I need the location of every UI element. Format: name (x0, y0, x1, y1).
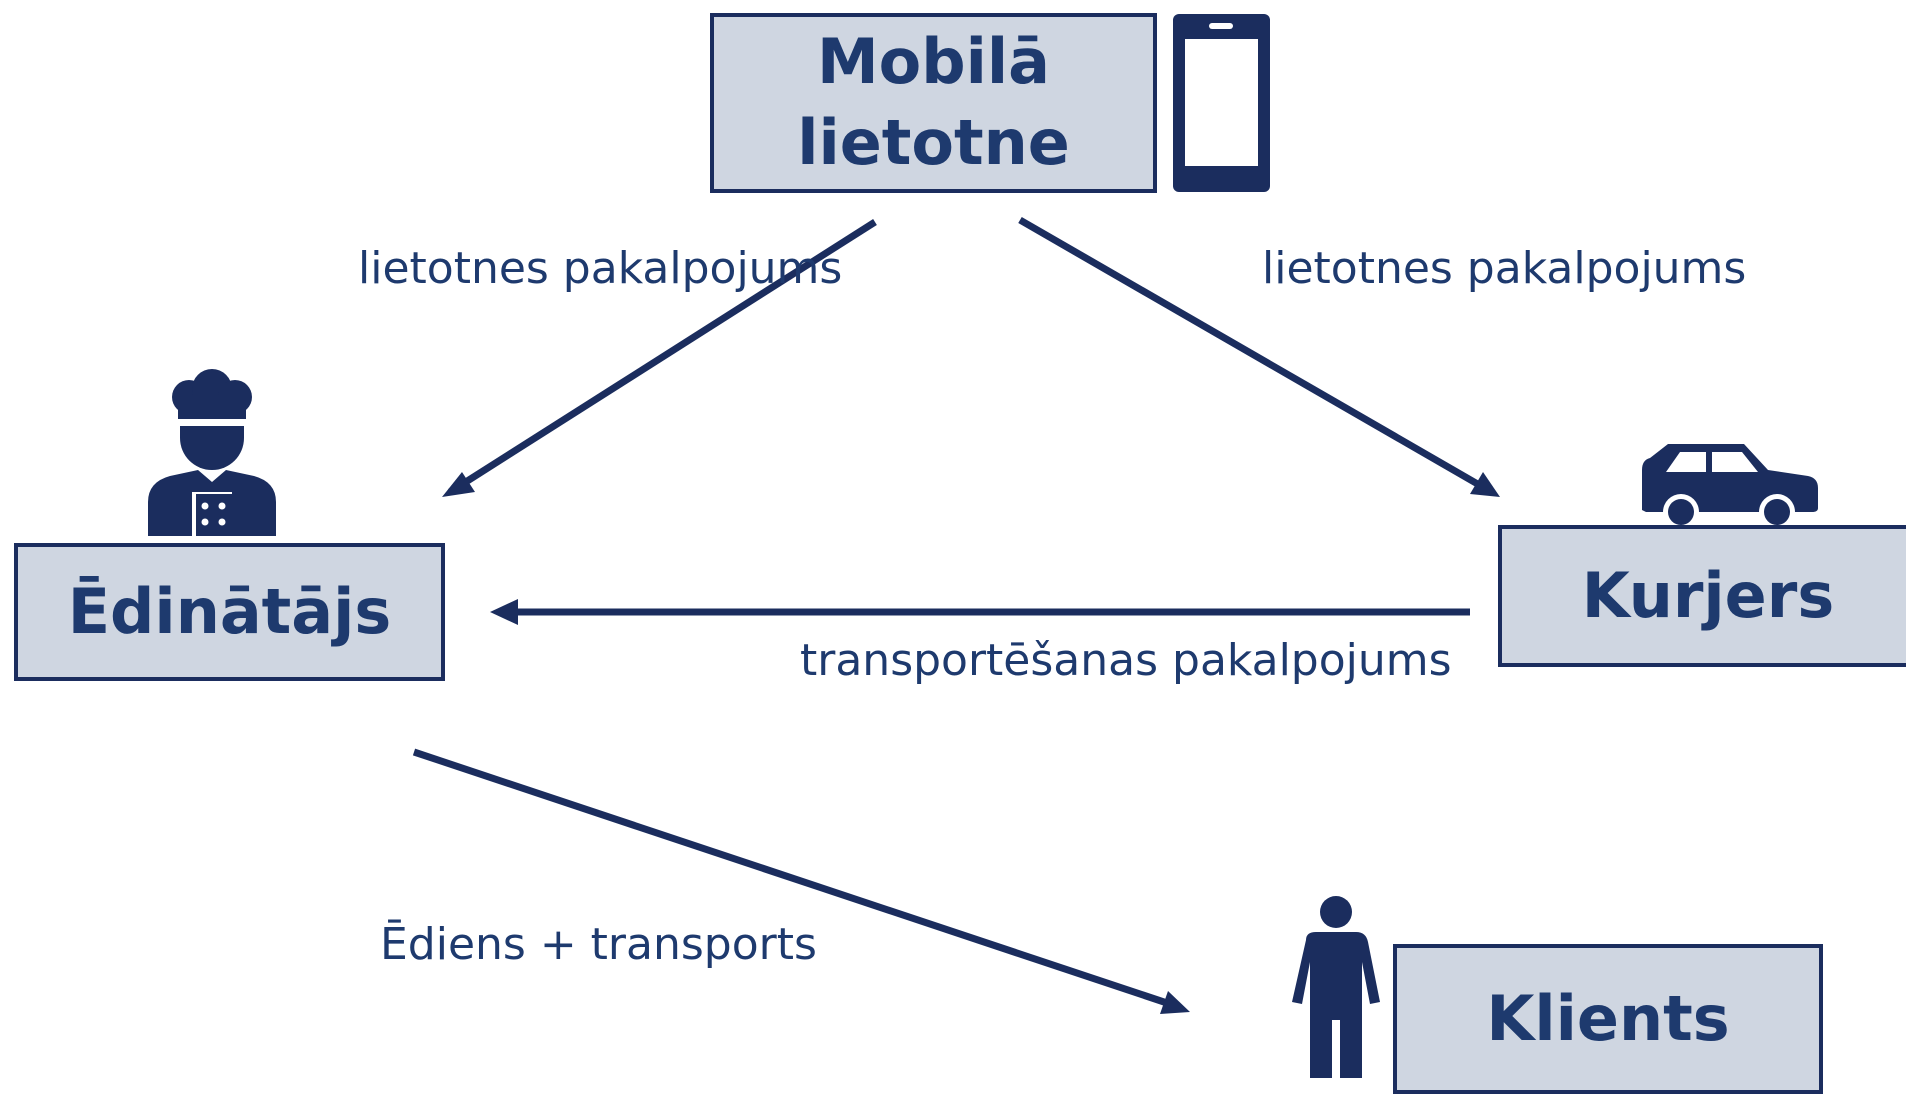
courier-node: Kurjers (1498, 525, 1906, 667)
client-label: Klients (1486, 981, 1730, 1055)
restaurant-node: Ēdinātājs (14, 543, 445, 681)
arrow-app-to-courier (1018, 216, 1490, 494)
app-to-restaurant-label: lietotnes pakalpojums (358, 243, 843, 294)
arrow-restaurant-to-client (412, 748, 1172, 1008)
mobile-app-node: Mobilā lietotne (710, 13, 1157, 193)
courier-to-restaurant-label: transportēšanas pakalpojums (800, 635, 1452, 686)
client-node: Klients (1393, 944, 1823, 1094)
arrow-app-to-restaurant (448, 219, 877, 495)
chef-icon (148, 369, 276, 536)
smartphone-icon (1173, 14, 1270, 192)
courier-label: Kurjers (1581, 558, 1835, 632)
arrowhead-app-to-restaurant (442, 472, 475, 497)
restaurant-to-client-label: Ēdiens + transports (380, 919, 817, 970)
restaurant-label: Ēdinātājs (67, 574, 392, 648)
mobile-app-label: Mobilā lietotne (797, 25, 1070, 179)
arrowhead-courier-to-restaurant (490, 599, 518, 625)
app-to-courier-label: lietotnes pakalpojums (1262, 243, 1747, 294)
arrowhead-app-to-courier (1470, 472, 1500, 497)
arrowhead-restaurant-to-client (1160, 991, 1190, 1014)
car-icon (1642, 444, 1818, 530)
person-icon (1292, 896, 1380, 1078)
